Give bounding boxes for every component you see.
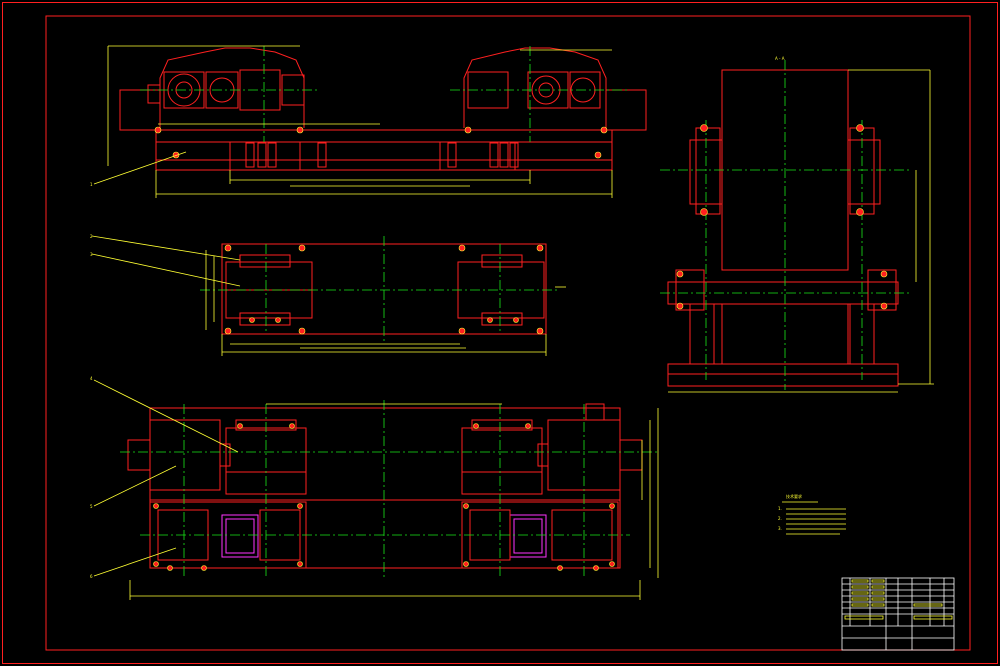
inner-border [45, 15, 971, 651]
note-1: 1. [778, 506, 782, 511]
note-3: 3. [778, 526, 782, 531]
balloon-5: 5 [90, 504, 93, 509]
middle-plan-view [91, 235, 566, 356]
balloon-6: 6 [90, 574, 93, 579]
bottom-plan-view [93, 379, 660, 600]
balloon-2: 2 [90, 234, 93, 239]
note-2: 2. [778, 516, 782, 521]
section-label: A - A [775, 56, 785, 61]
technical-notes: 技术要求 1. 2. 3. [778, 493, 846, 535]
title-block [841, 577, 955, 651]
side-view [660, 60, 934, 393]
balloon-3: 3 [90, 252, 93, 257]
balloon-labels: 1 2 3 4 5 6 [90, 182, 93, 579]
balloon-1: 1 [90, 182, 93, 187]
notes-title: 技术要求 [786, 493, 802, 499]
front-view [93, 45, 647, 198]
balloon-4: 4 [90, 376, 93, 381]
